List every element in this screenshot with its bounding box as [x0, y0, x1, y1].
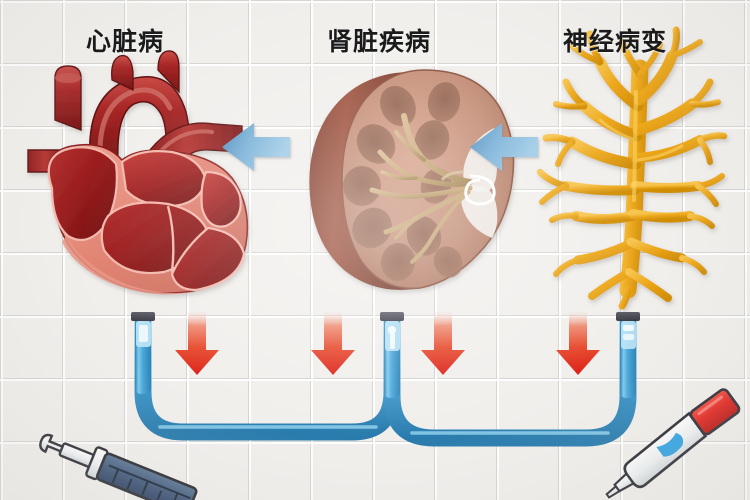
tubing-system	[131, 312, 640, 447]
kidney-pelvis-highlight	[440, 170, 465, 181]
tube-connector-center	[380, 312, 404, 351]
kidney-capsule-rim	[309, 71, 420, 290]
red-arrow-1	[175, 312, 219, 375]
kidney-renal-pelvis	[369, 113, 473, 264]
tube-connector-right	[616, 312, 640, 349]
vessel-brachiocephalic	[111, 54, 134, 92]
syringe-thumb-rest	[39, 433, 66, 454]
kidney-illustration	[309, 69, 515, 290]
iv-connector-instrument	[605, 388, 741, 499]
tube-connector-left	[131, 312, 155, 347]
connector-red-cap-highlight	[697, 395, 724, 416]
heart-auricle	[200, 170, 242, 228]
label-kidney-disease: 肾脏疾病	[327, 28, 432, 56]
red-arrow-4	[556, 312, 600, 375]
aortic-arch-highlight	[97, 87, 173, 155]
blue-arrow-nerve-to-kidney	[470, 123, 538, 171]
red-arrow-3	[421, 312, 465, 375]
connector-spike	[605, 484, 621, 499]
tube-left-u	[134, 313, 401, 441]
heart-right-atrium	[47, 146, 118, 242]
label-neuropathy: 神经病变	[563, 28, 668, 56]
heart-apex-band	[62, 236, 192, 295]
syringe-graduations	[108, 464, 191, 500]
heart-illustration	[27, 50, 249, 295]
pulmonary-highlight	[158, 129, 214, 154]
kidney-ureter-loop	[464, 174, 496, 206]
connector-blue-accent	[656, 432, 684, 457]
heart-septum-line	[166, 205, 175, 273]
blue-arrow-kidney-to-heart	[222, 123, 290, 171]
red-arrow-2	[311, 312, 355, 375]
label-heart-disease: 心脏病	[86, 28, 165, 56]
heart-left-ventricle	[170, 226, 246, 292]
tube-right-u	[383, 313, 637, 447]
vessel-svc-opening	[55, 73, 81, 83]
syringe-instrument	[39, 433, 198, 500]
kidney-hilum-notch-lower	[461, 185, 498, 238]
vessel-subclavian	[157, 50, 180, 94]
syringe-barrel	[95, 452, 198, 500]
nerve-illustration	[536, 26, 728, 310]
